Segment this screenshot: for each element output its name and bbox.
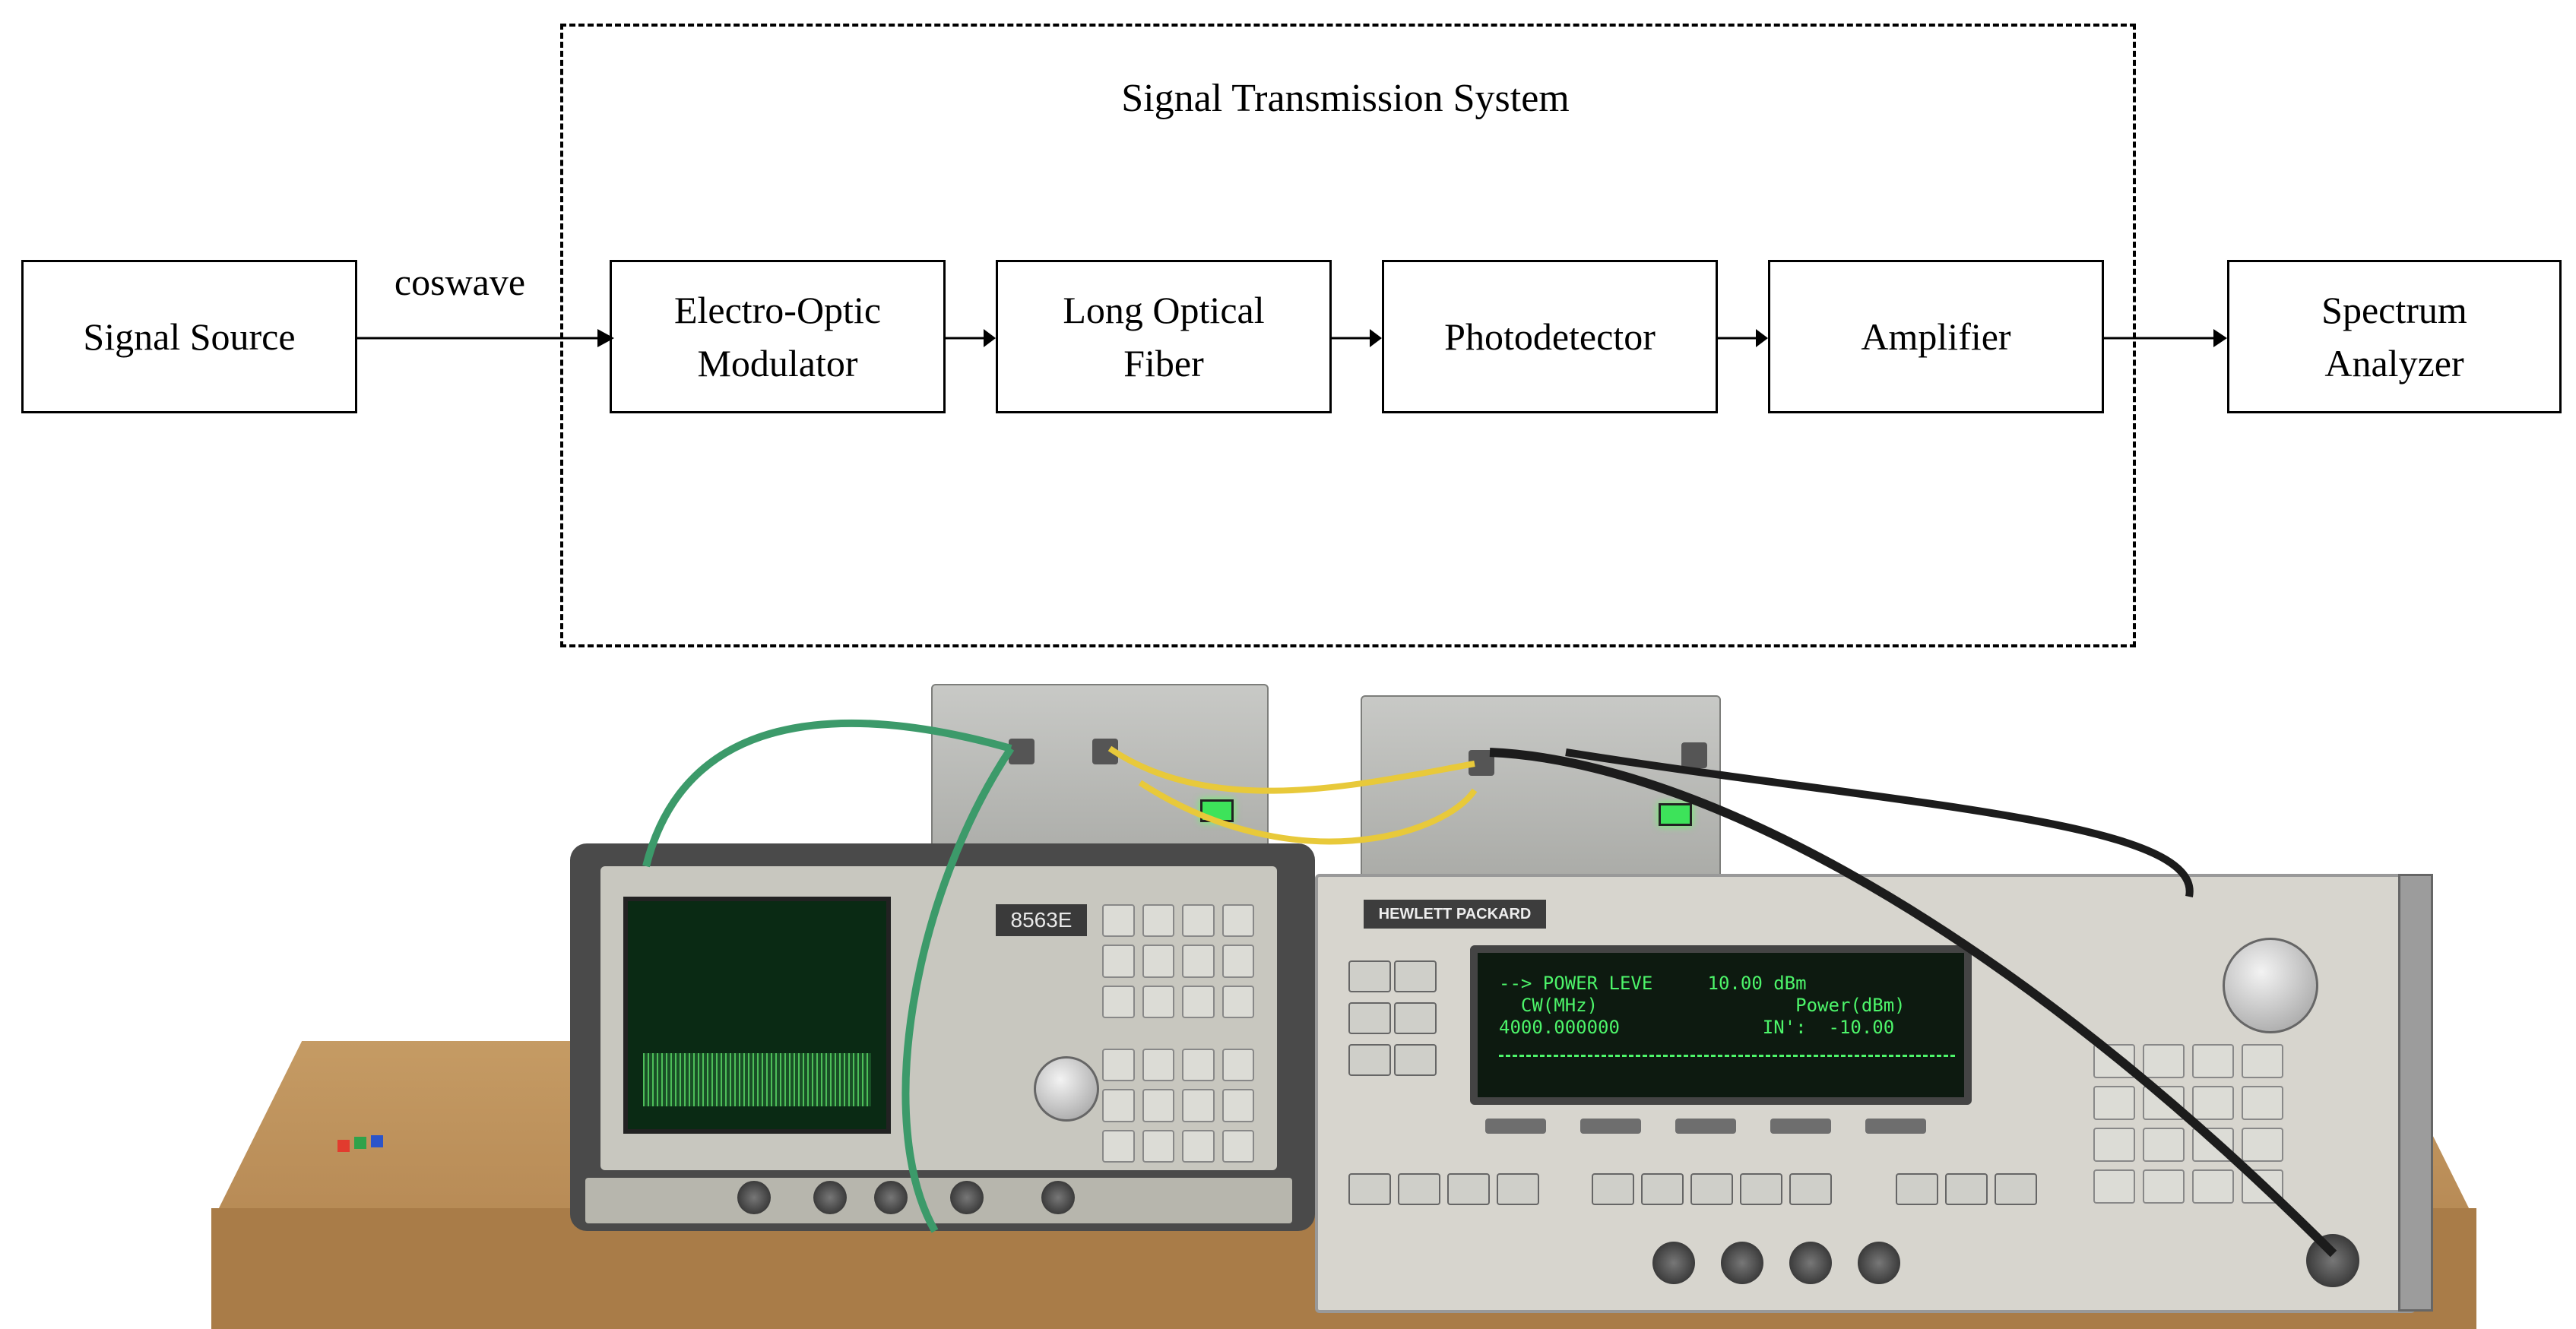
- bnc-connector: [813, 1181, 847, 1214]
- blue-cube: [371, 1135, 383, 1147]
- signal-generator-display: --> POWER LEVE 10.00 dBm CW(MHz) Power(d…: [1470, 945, 1972, 1105]
- frequency-button: [1740, 1173, 1782, 1205]
- photodetector-port: [1681, 742, 1707, 768]
- frequency-button: [1789, 1173, 1832, 1205]
- sweep-button: [1348, 1173, 1391, 1205]
- lab-setup-photo: 8563E HEWLETT PACKARD --> POWER LEVE 10: [0, 669, 2576, 1329]
- sweep-button: [1398, 1173, 1440, 1205]
- coswave-label: coswave: [394, 261, 526, 303]
- frequency-button: [1690, 1173, 1733, 1205]
- photodetector-power-led: [1659, 803, 1692, 826]
- softkey: [1865, 1119, 1926, 1134]
- black-cable: [1565, 748, 2194, 897]
- softkey: [1770, 1119, 1831, 1134]
- rack-handle: [2398, 874, 2433, 1312]
- display-power-value: IN': -10.00: [1762, 1016, 1895, 1038]
- spectrum-trace: [643, 1053, 871, 1106]
- frequency-button: [1592, 1173, 1634, 1205]
- signal-transmission-system-frame: [560, 24, 2136, 647]
- photodetector-block: Photodetector: [1382, 260, 1718, 413]
- menu-button: [1394, 1002, 1437, 1034]
- menu-button: [1394, 1044, 1437, 1076]
- bnc-connector: [950, 1181, 984, 1214]
- menu-button: [1348, 1044, 1391, 1076]
- red-cube: [337, 1140, 350, 1152]
- signal-source-block: Signal Source: [21, 260, 357, 413]
- menu-button: [1394, 960, 1437, 992]
- power-button: [1995, 1173, 2037, 1205]
- frequency-button: [1641, 1173, 1684, 1205]
- spectrum-analyzer-front-panel: 8563E: [600, 866, 1277, 1170]
- bnc-connector: [737, 1181, 771, 1214]
- spectrum-analyzer-keypad: [1102, 904, 1254, 1018]
- signal-generator-instrument: HEWLETT PACKARD --> POWER LEVE 10.00 dBm…: [1315, 874, 2416, 1313]
- connector-arrows: [357, 329, 2227, 347]
- bnc-connector: [1858, 1242, 1900, 1284]
- spectrum-analyzer-connector-strip: [585, 1178, 1292, 1223]
- system-title: Signal Transmission System: [1121, 77, 1570, 120]
- black-cable: [1489, 748, 2337, 1258]
- bnc-connector: [1789, 1242, 1832, 1284]
- signal-generator-logo: HEWLETT PACKARD: [1364, 900, 1546, 929]
- spectrum-analyzer-knob: [1034, 1056, 1099, 1122]
- power-button: [1945, 1173, 1988, 1205]
- softkey: [1675, 1119, 1736, 1134]
- softkey: [1485, 1119, 1546, 1134]
- softkey: [1580, 1119, 1641, 1134]
- power-button: [1896, 1173, 1938, 1205]
- bnc-connector: [1652, 1242, 1695, 1284]
- sweep-button: [1497, 1173, 1539, 1205]
- bnc-connector: [874, 1181, 908, 1214]
- block-diagram: Signal Transmission System Signal Source…: [21, 24, 2562, 647]
- green-cube: [354, 1137, 366, 1149]
- display-cw-label: CW(MHz): [1499, 994, 1599, 1016]
- spectrum-analyzer-data-keypad: [1102, 1049, 1254, 1163]
- rf-input-connector: [1041, 1181, 1075, 1214]
- display-frequency-value: 4000.000000: [1499, 1016, 1620, 1038]
- bnc-connector: [1721, 1242, 1763, 1284]
- amplifier-block: Amplifier: [1768, 260, 2104, 413]
- sweep-button: [1447, 1173, 1490, 1205]
- menu-button: [1348, 960, 1391, 992]
- menu-button: [1348, 1002, 1391, 1034]
- rf-output-connector: [2306, 1234, 2359, 1287]
- yellow-fiber: [1138, 780, 1478, 845]
- spectrum-analyzer-model-badge: 8563E: [996, 904, 1087, 936]
- cables: [642, 719, 2337, 1258]
- green-cable: [642, 719, 1012, 868]
- rpg-knob: [2223, 938, 2318, 1033]
- electro-optic-modulator-block: Electro-Optic Modulator: [610, 260, 946, 413]
- display-power-label: Power(dBm): [1795, 994, 1906, 1016]
- spectrum-analyzer-instrument: 8563E: [570, 843, 1315, 1231]
- display-dashed-line: [1499, 1055, 1955, 1057]
- spectrum-analyzer-screen: [623, 897, 891, 1134]
- display-line-1: --> POWER LEVE 10.00 dBm: [1499, 973, 1807, 994]
- long-optical-fiber-block: Long Optical Fiber: [996, 260, 1332, 413]
- green-cable: [901, 746, 1015, 1233]
- spectrum-analyzer-block: Spectrum Analyzer: [2227, 260, 2562, 413]
- yellow-fiber: [1107, 745, 1475, 794]
